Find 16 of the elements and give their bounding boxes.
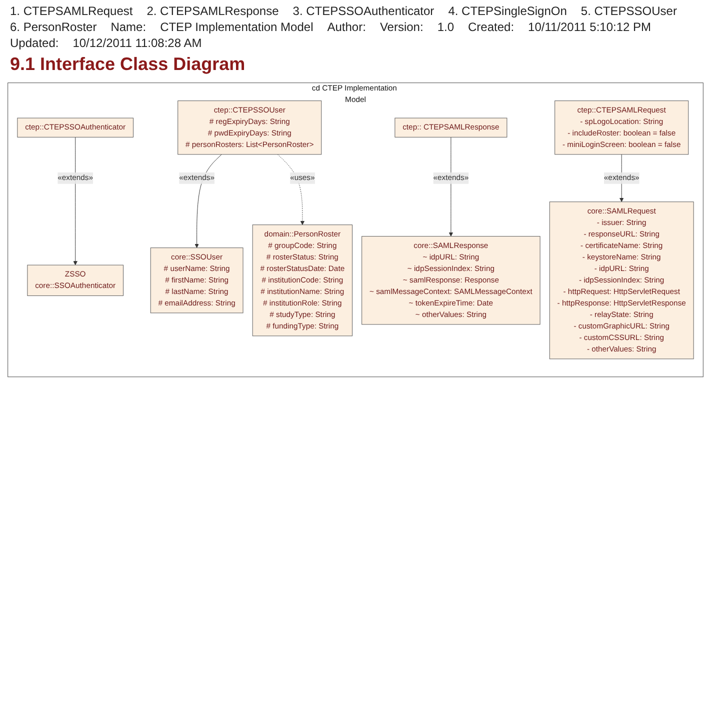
note-text: Author:: [327, 20, 366, 34]
note-text: Updated:: [10, 36, 59, 50]
note-text: Created:: [468, 20, 514, 34]
note-text: 10/11/2011 5:10:12 PM: [528, 20, 652, 34]
note-text: Version:: [380, 20, 424, 34]
note-text: 3. CTEPSSOAuthenticator: [292, 4, 434, 18]
note-text: 1.0: [437, 20, 454, 34]
note-text: 2. CTEPSAMLResponse: [146, 4, 279, 18]
note-text: 10/12/2011 11:08:28 AM: [72, 36, 202, 50]
note-text: 4. CTEPSingleSignOn: [448, 4, 567, 18]
note-text: CTEP Implementation Model: [160, 20, 314, 34]
note-text: Name:: [110, 20, 146, 34]
note-text: 6. PersonRoster: [10, 20, 97, 34]
note-text: 1. CTEPSAMLRequest: [10, 4, 133, 18]
note-text: 5. CTEPSSOUser: [580, 4, 677, 18]
section-heading: 9.1 Interface Class Diagram: [9, 53, 246, 76]
